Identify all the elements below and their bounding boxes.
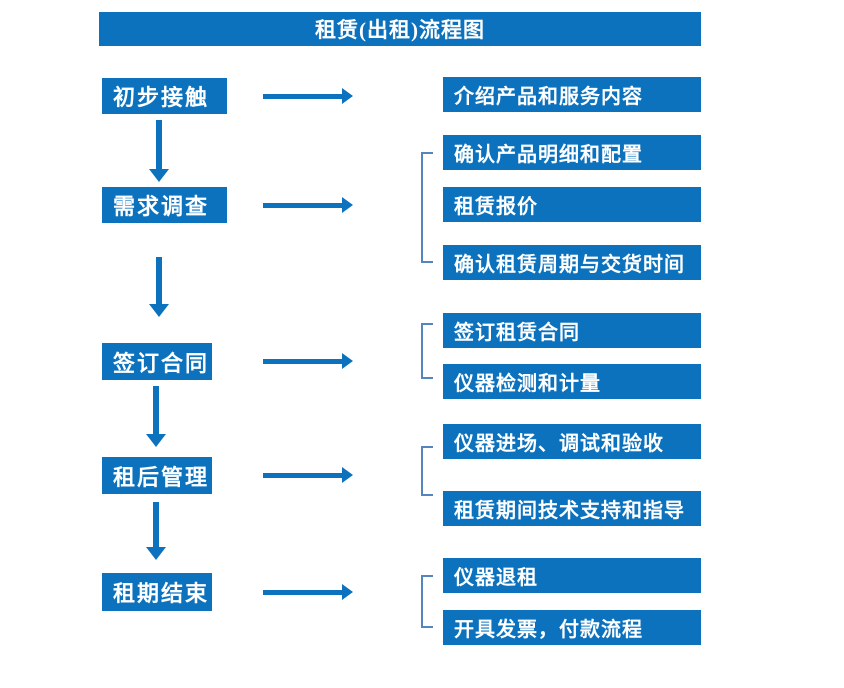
- arrow-head: [342, 584, 353, 600]
- arrow-stem: [263, 589, 342, 595]
- group-bracket-demand-survey: [421, 152, 433, 263]
- right-arrow-connector-1: [263, 88, 353, 104]
- step-box-rental-end: 租期结束: [102, 573, 212, 611]
- arrow-stem: [263, 93, 342, 99]
- detail-box-confirm-period-delivery: 确认租赁周期与交货时间: [443, 245, 701, 280]
- arrow-head: [146, 547, 166, 560]
- detail-box-instrument-return: 仪器退租: [443, 558, 701, 593]
- group-bracket-rental-end: [421, 575, 433, 628]
- right-arrow-connector-4: [263, 467, 353, 483]
- group-bracket-sign-contract: [421, 323, 433, 379]
- arrow-stem: [263, 202, 342, 208]
- arrow-stem: [263, 358, 342, 364]
- right-arrow-connector-2: [263, 197, 353, 213]
- detail-box-rental-tech-support: 租赁期间技术支持和指导: [443, 491, 701, 526]
- down-arrow-connector-1: [148, 120, 170, 182]
- down-arrow-connector-4: [145, 502, 167, 560]
- arrow-stem: [156, 120, 162, 169]
- step-box-initial-contact: 初步接触: [102, 78, 227, 114]
- right-arrow-connector-5: [263, 584, 353, 600]
- arrow-stem: [153, 386, 159, 434]
- detail-box-confirm-product-config: 确认产品明细和配置: [443, 135, 701, 170]
- arrow-stem: [153, 502, 159, 547]
- arrow-head: [342, 88, 353, 104]
- detail-box-instrument-entry-acceptance: 仪器进场、调试和验收: [443, 424, 701, 459]
- flowchart-title: 租赁(出租)流程图: [99, 12, 701, 46]
- arrow-head: [342, 353, 353, 369]
- detail-box-rental-quote: 租赁报价: [443, 187, 701, 222]
- arrow-head: [149, 304, 169, 317]
- arrow-stem: [263, 472, 342, 478]
- right-arrow-connector-3: [263, 353, 353, 369]
- detail-box-instrument-test-measure: 仪器检测和计量: [443, 364, 701, 399]
- down-arrow-connector-3: [145, 386, 167, 447]
- step-box-post-rental-management: 租后管理: [102, 457, 212, 494]
- detail-box-invoice-payment: 开具发票，付款流程: [443, 610, 701, 645]
- group-bracket-post-rental: [421, 446, 433, 496]
- step-box-sign-contract: 签订合同: [102, 343, 212, 380]
- detail-box-sign-rental-contract: 签订租赁合同: [443, 313, 701, 348]
- step-box-demand-survey: 需求调查: [102, 187, 227, 223]
- down-arrow-connector-2: [148, 257, 170, 317]
- arrow-stem: [156, 257, 162, 304]
- arrow-head: [342, 197, 353, 213]
- arrow-head: [146, 434, 166, 447]
- arrow-head: [342, 467, 353, 483]
- arrow-head: [149, 169, 169, 182]
- detail-box-introduce-products: 介绍产品和服务内容: [443, 77, 701, 112]
